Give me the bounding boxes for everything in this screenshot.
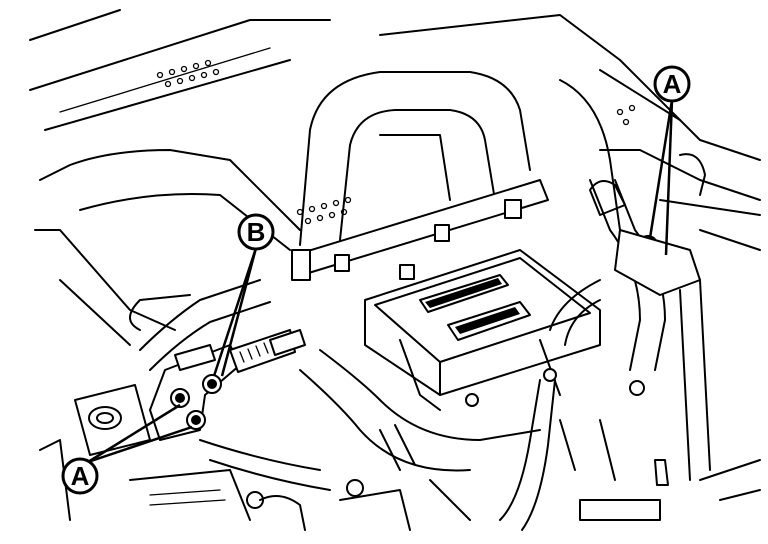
callout-b-label: B [247, 217, 266, 247]
lower-engine [39, 419, 761, 531]
callout-a-top: A [653, 65, 691, 103]
leader-lines [87, 99, 674, 464]
cover-dots [156, 59, 636, 225]
right-bracket [589, 153, 711, 486]
bolt-a-left-1 [170, 388, 190, 408]
control-module [364, 249, 601, 411]
fuel-rail [291, 179, 549, 281]
left-bracket [74, 329, 306, 456]
callout-a-bottom-label: A [71, 461, 90, 491]
engine-cover [29, 9, 761, 346]
bolt-b [202, 374, 222, 394]
callout-b: B [237, 213, 275, 251]
callout-a-top-label: A [663, 69, 682, 99]
callout-a-bottom: A [61, 457, 99, 495]
bolt-a-left-2 [186, 410, 206, 430]
